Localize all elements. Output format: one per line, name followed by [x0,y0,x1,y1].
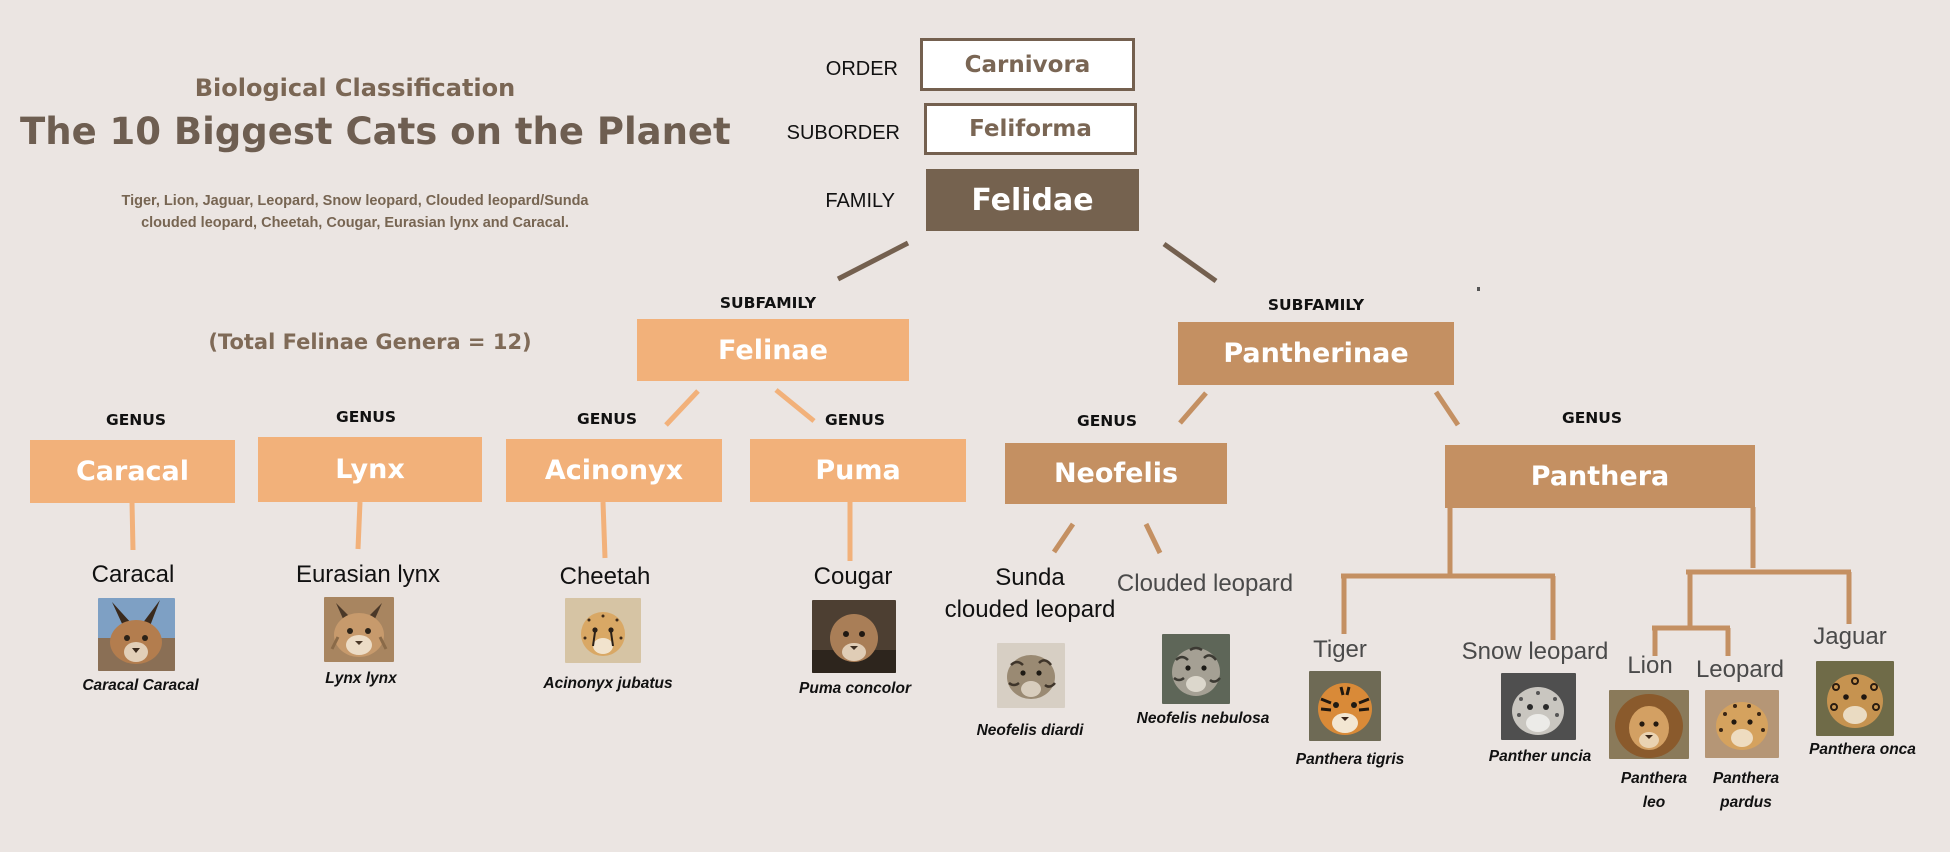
lion-scientific-line-2: leo [1642,794,1666,811]
tiger-scientific-name: Panthera tigris [1295,751,1405,768]
lynx-genus-box: Lynx [258,437,482,502]
clouded-leopard-photo [1162,634,1230,704]
sunda-clouded-leopard-common-name: Sunda clouded leopard [940,562,1120,626]
order-box: Carnivora [920,38,1135,91]
clouded-leopard-scientific-name: Neofelis nebulosa [1136,710,1270,727]
panthera-genus-label: GENUS [1561,409,1623,427]
sunda-clouded-leopard-scientific-name: Neofelis diardi [976,722,1084,739]
family-to-felinae-line [836,240,910,282]
description-line-1: Tiger, Lion, Jaguar, Leopard, Snow leopa… [121,193,589,209]
pantherinae-subfamily-label: SUBFAMILY [1267,296,1365,314]
neofelis-to-clouded-line [1143,522,1163,555]
lion-photo [1609,690,1689,759]
caracal-genus-label: GENUS [105,411,167,429]
leopard-scientific-line-2: pardus [1720,794,1772,811]
clouded-leopard-common-name: Clouded leopard [1116,570,1294,597]
caracal-photo [98,598,175,671]
panthera-genus-box: Panthera [1445,445,1755,508]
lynx-genus-to-species-line [355,501,363,550]
snow-leopard-photo [1501,673,1576,740]
description-line-2: clouded leopard, Cheetah, Cougar, Eurasi… [141,215,569,231]
cheetah-photo [565,598,641,663]
cheetah-common-name: Cheetah [559,563,651,590]
leopard-photo [1705,690,1779,758]
felinae-to-acinonyx-line [664,389,700,427]
cougar-scientific-name: Puma concolor [799,680,911,697]
snow-leopard-common-name: Snow leopard [1461,638,1609,665]
snow-leopard-scientific-name: Panther uncia [1488,748,1592,765]
suborder-box: Feliforma [924,103,1137,155]
cheetah-scientific-name: Acinonyx jubatus [543,675,673,692]
acinonyx-genus-to-species-line [600,501,608,559]
lion-scientific-line-1: Panthera [1620,770,1688,787]
pantherinae-to-neofelis-line [1178,391,1208,425]
caracal-common-name: Caracal [91,561,175,588]
lynx-photo [324,597,394,662]
caracal-genus-to-species-line [129,501,136,551]
jaguar-photo [1816,661,1894,736]
tiger-photo [1309,671,1381,741]
cougar-common-name: Cougar [813,563,893,590]
tiger-common-name: Tiger [1313,636,1367,663]
page-title: The 10 Biggest Cats on the Planet [20,110,731,153]
total-genera-note: (Total Felinae Genera = 12) [208,330,532,354]
cougar-photo [812,600,896,673]
acinonyx-genus-box: Acinonyx [506,439,722,502]
family-box: Felidae [926,169,1139,231]
jaguar-common-name: Jaguar [1813,623,1887,650]
subtitle: Biological Classification [194,74,516,102]
leopard-common-name: Leopard [1695,656,1785,683]
puma-genus-box: Puma [750,439,966,502]
caracal-genus-box: Caracal [30,440,235,503]
sunda-name-line-1: Sunda [995,564,1065,591]
neofelis-to-sunda-line [1051,522,1076,554]
puma-genus-label: GENUS [824,411,886,429]
lion-scientific-name: Panthera leo [1604,767,1704,815]
felinae-box: Felinae [637,319,909,381]
suborder-label: SUBORDER [786,122,900,144]
jaguar-scientific-name: Panthera onca [1809,741,1916,758]
lynx-scientific-name: Lynx lynx [325,670,397,687]
lynx-genus-label: GENUS [335,408,397,426]
lynx-common-name: Eurasian lynx [295,561,441,588]
pantherinae-box: Pantherinae [1178,322,1454,385]
pantherinae-to-panthera-line [1433,390,1461,427]
neofelis-genus-box: Neofelis [1005,443,1227,504]
caracal-scientific-name: Caracal Caracal [82,677,199,694]
leopard-scientific-line-1: Panthera [1712,770,1780,787]
order-label: ORDER [825,58,898,80]
family-label: FAMILY [825,190,895,212]
sunda-clouded-leopard-photo [997,643,1065,708]
leopard-scientific-name: Panthera pardus [1696,767,1796,815]
sunda-name-line-2: clouded leopard [944,596,1116,623]
felinae-subfamily-label: SUBFAMILY [719,294,817,312]
felinae-to-puma-line [774,388,816,423]
stray-dot [1477,287,1480,291]
lion-common-name: Lion [1627,652,1673,679]
family-to-pantherinae-line [1162,241,1218,284]
description: Tiger, Lion, Jaguar, Leopard, Snow leopa… [105,190,605,234]
neofelis-genus-label: GENUS [1076,412,1138,430]
acinonyx-genus-label: GENUS [576,410,638,428]
